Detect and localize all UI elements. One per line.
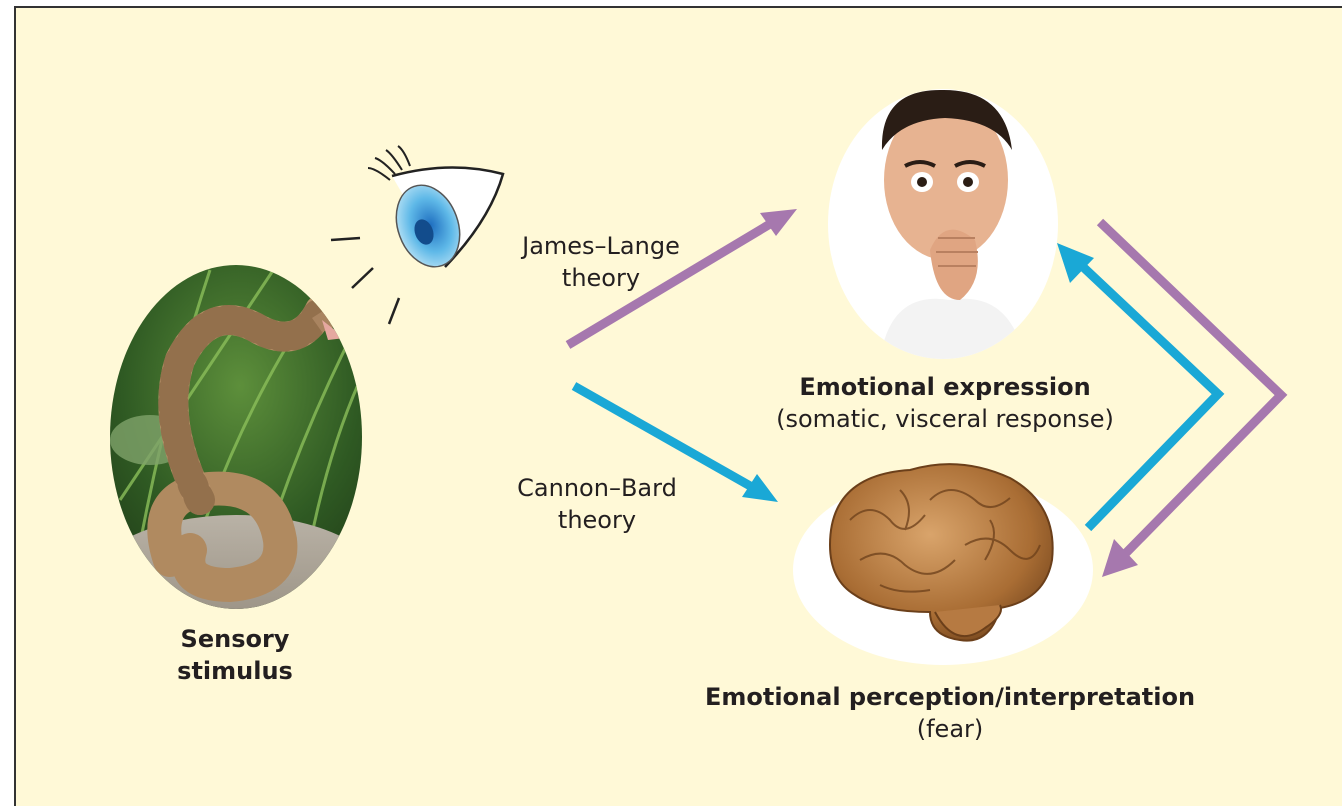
emotional-expression-title: Emotional expression	[750, 371, 1140, 403]
snake-photo	[86, 260, 386, 665]
emotional-perception-sub: (fear)	[700, 713, 1200, 745]
sensory-line2: stimulus	[150, 655, 320, 687]
surprised-face-photo	[828, 89, 1058, 360]
emotional-perception-title: Emotional perception/interpretation	[700, 681, 1200, 713]
sensory-stimulus-label: Sensory stimulus	[150, 623, 320, 687]
james-lange-line1: James–Lange	[506, 230, 696, 262]
brain-photo	[793, 464, 1093, 665]
sensory-line1: Sensory	[150, 623, 320, 655]
eye-icon	[331, 146, 503, 324]
cannon-bard-label: Cannon–Bard theory	[499, 472, 695, 536]
cannon-bard-line2: theory	[499, 504, 695, 536]
james-lange-line2: theory	[506, 262, 696, 294]
cannon-bard-line1: Cannon–Bard	[499, 472, 695, 504]
emotional-expression-label: Emotional expression (somatic, visceral …	[750, 371, 1140, 435]
emotional-expression-sub: (somatic, visceral response)	[750, 403, 1140, 435]
james-lange-label: James–Lange theory	[506, 230, 696, 294]
emotional-perception-label: Emotional perception/interpretation (fea…	[700, 681, 1200, 745]
